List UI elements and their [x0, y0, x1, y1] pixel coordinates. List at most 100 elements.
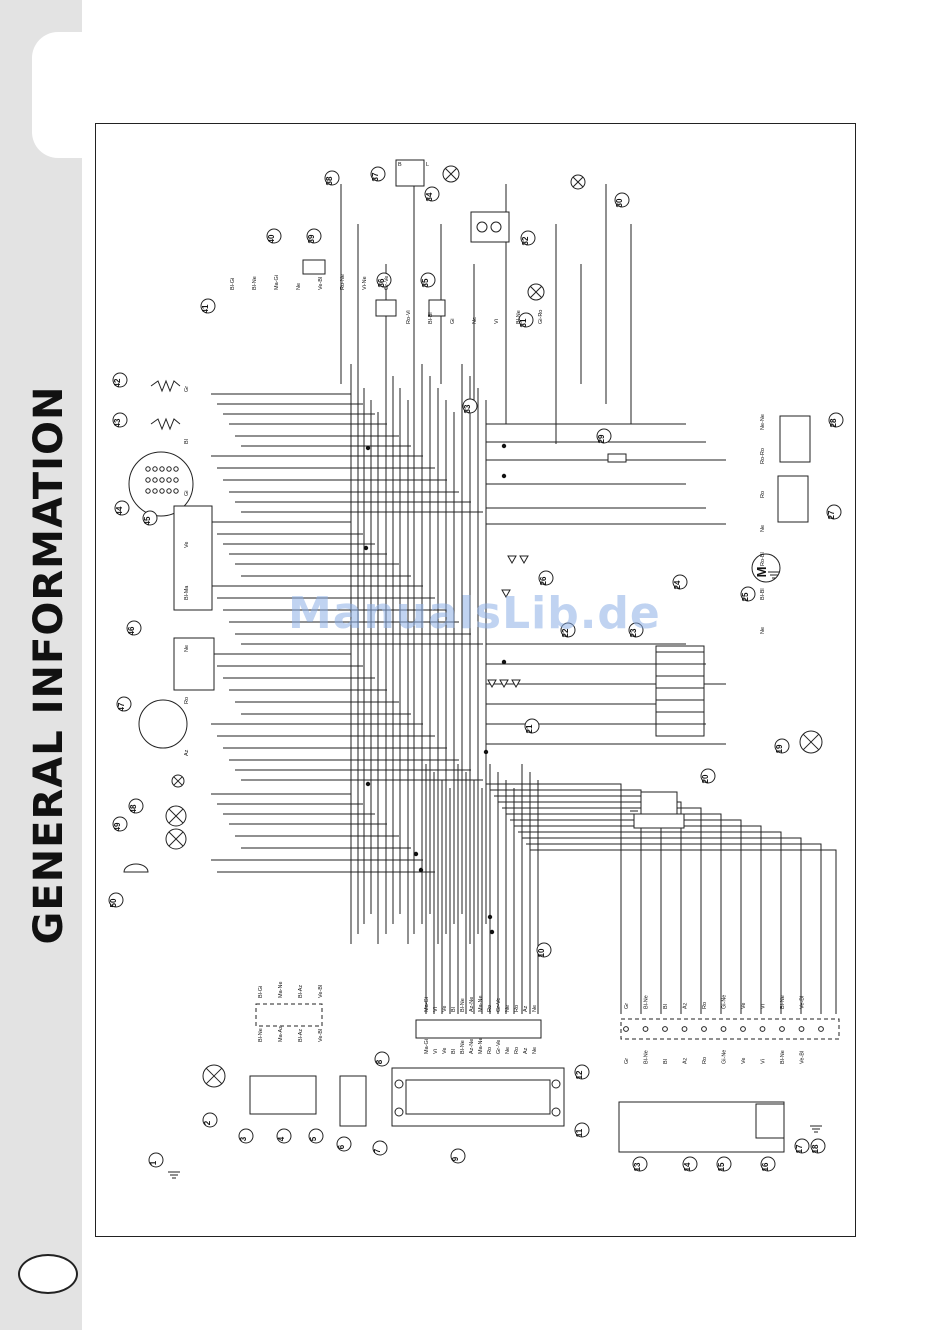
- junction-dot: [501, 473, 507, 479]
- pin: [173, 488, 179, 494]
- wire: [498, 801, 682, 1014]
- wire-code: Bl: [451, 1007, 457, 1012]
- diode: [507, 555, 517, 565]
- component-number-38: 38: [325, 176, 334, 185]
- wire: [502, 807, 702, 1014]
- wire: [526, 843, 822, 1014]
- pin: [152, 488, 158, 494]
- callout-circle: [794, 1138, 810, 1154]
- junction-dot: [501, 443, 507, 449]
- wire: [494, 795, 662, 1014]
- callout-circle: [116, 696, 132, 712]
- wire-code: Bl-Ne: [460, 1040, 466, 1054]
- fuse: [607, 453, 627, 463]
- callout-circle: [450, 1148, 466, 1164]
- connector-pin: [623, 1026, 629, 1032]
- wire-code: Bl-Az: [298, 1029, 304, 1042]
- callout-circle: [336, 1136, 352, 1152]
- pin: [159, 477, 165, 483]
- lamp-symbol: [490, 221, 502, 233]
- lamp-cross: [445, 168, 457, 180]
- wire: [518, 831, 782, 1014]
- callout-circle: [112, 412, 128, 428]
- junction-dot: [487, 914, 493, 920]
- wire-code: Bl-Bl: [428, 312, 434, 324]
- wire: [490, 789, 642, 1014]
- component-number-43: 43: [113, 418, 122, 427]
- lamp-cross: [205, 1067, 223, 1085]
- control-unit-inner: [405, 1079, 551, 1115]
- pin: [159, 466, 165, 472]
- diode: [519, 555, 529, 565]
- wire-code: Vi: [494, 319, 500, 324]
- junction-dot: [365, 445, 371, 451]
- diode: [511, 679, 521, 689]
- wire-code: Ro-Bl: [760, 552, 766, 566]
- screw: [394, 1107, 404, 1117]
- wire: [530, 849, 837, 1014]
- connector-label: B: [398, 162, 402, 168]
- component-number-36: 36: [377, 278, 386, 287]
- callout-circle: [114, 500, 130, 516]
- wire-code: Gi: [184, 491, 190, 497]
- callout-circle: [632, 1156, 648, 1172]
- dashed-connector: [255, 1003, 323, 1027]
- callout-circle: [112, 372, 128, 388]
- stator: [138, 699, 188, 749]
- callout-circle: [420, 272, 436, 288]
- wire-code: Bl-Bl: [760, 588, 766, 600]
- starter-relay: [777, 475, 809, 523]
- wire-code: Bl: [663, 1004, 669, 1009]
- connector-pin: [662, 1026, 668, 1032]
- lamp-cross: [572, 176, 584, 188]
- wire-code: Ve: [184, 542, 190, 548]
- component-number-6: 6: [337, 1144, 346, 1149]
- wire-code: Ro-Vi: [406, 310, 412, 324]
- switch-element: [755, 1103, 785, 1139]
- callout-circle: [536, 942, 552, 958]
- component-number-24: 24: [673, 580, 682, 589]
- pin: [166, 488, 172, 494]
- lamp-symbol: [476, 221, 488, 233]
- component-number-4: 4: [277, 1136, 286, 1141]
- wire: [150, 417, 181, 431]
- callout-circle: [574, 1122, 590, 1138]
- wire-code: Bl-Ne: [644, 995, 650, 1009]
- side-band: [0, 0, 82, 1330]
- callout-circle: [596, 428, 612, 444]
- wire-code: Ro-Ro: [760, 448, 766, 464]
- wire-code: Ro: [702, 1002, 708, 1009]
- pin: [166, 466, 172, 472]
- component-number-41: 41: [201, 304, 210, 313]
- wire: [514, 825, 762, 1014]
- junction-dot: [363, 545, 369, 551]
- wire-code: Ne: [472, 317, 478, 324]
- wire-code: Ve: [741, 1003, 747, 1009]
- wire-code: Vi: [433, 1007, 439, 1012]
- wire-code: Ne: [296, 283, 302, 290]
- motor-symbol: M: [754, 567, 769, 578]
- callout-circle: [574, 1064, 590, 1080]
- wire-code: Gr: [624, 1003, 630, 1009]
- coil-bracket: [633, 813, 685, 829]
- wire-code: Gi-Ne: [722, 1050, 728, 1064]
- diode: [487, 679, 497, 689]
- lamp-cross: [802, 733, 820, 751]
- wire-code: Gi-Ne: [722, 995, 728, 1009]
- section-title: GENERAL INFORMATION: [26, 385, 72, 945]
- wire-code: Bl-Az: [298, 985, 304, 998]
- component-number-5: 5: [309, 1136, 318, 1141]
- wire-code: Gr: [184, 386, 190, 392]
- callout-circle: [108, 892, 124, 908]
- connector-pin: [701, 1026, 707, 1032]
- component-number-32: 32: [521, 236, 530, 245]
- wire-code: Ro: [487, 1047, 493, 1054]
- pin: [152, 466, 158, 472]
- wire-code: Az: [683, 1057, 689, 1064]
- callout-circle: [828, 412, 844, 428]
- component-number-18: 18: [811, 1144, 820, 1153]
- component-number-15: 15: [717, 1162, 726, 1171]
- wire-code: Ve-Bl: [800, 1051, 806, 1064]
- wire-code: Ve-Bl: [318, 1029, 324, 1042]
- lamp-cross: [530, 286, 542, 298]
